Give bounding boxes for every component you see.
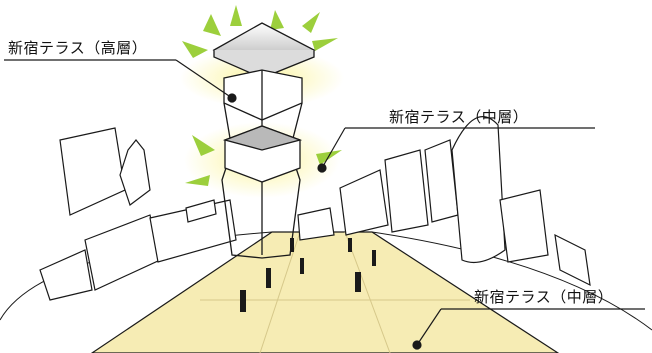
light-rays (182, 5, 342, 186)
left-buildings (39, 127, 237, 301)
people (240, 238, 376, 312)
right-buildings (297, 116, 591, 287)
tower (212, 22, 316, 259)
callout-upper-terrace: 新宿テラス（高層） (8, 39, 148, 57)
callout-lower-terrace: 新宿テラス（中層） (474, 288, 614, 306)
plaza (0, 231, 652, 353)
leaders (4, 59, 645, 350)
callout-middle-terrace: 新宿テラス（中層） (389, 108, 529, 126)
